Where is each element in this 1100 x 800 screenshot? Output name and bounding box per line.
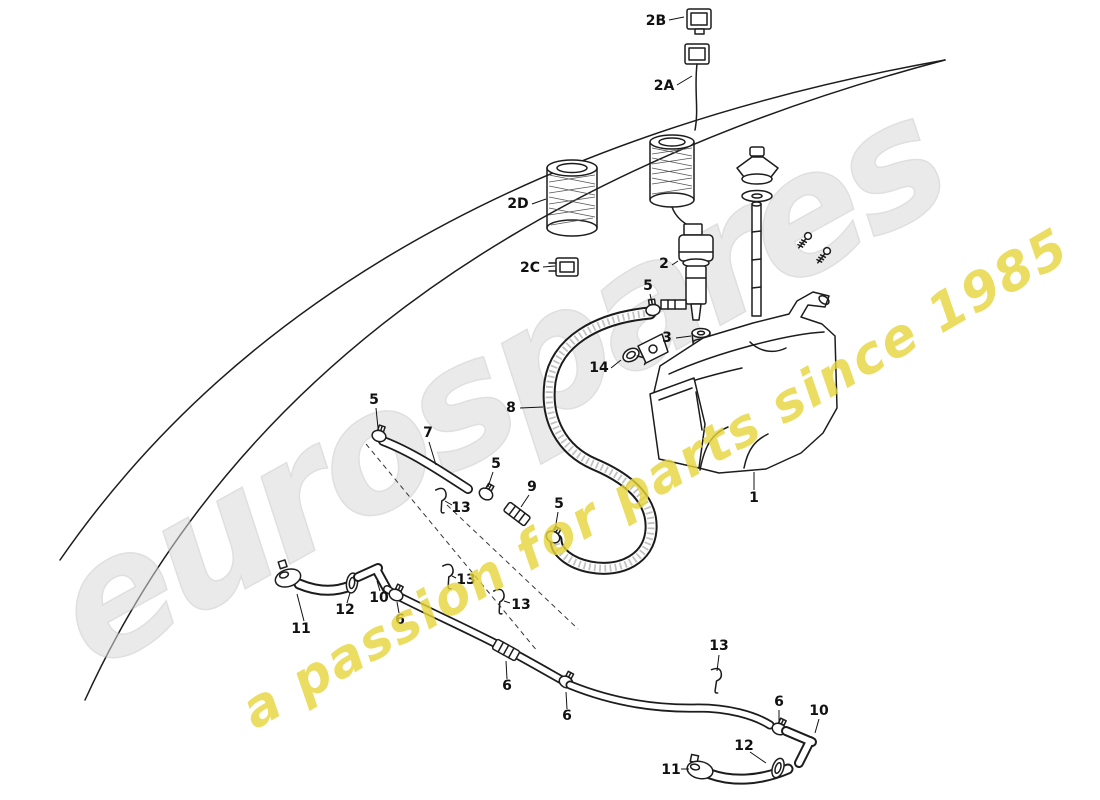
leader-line: [610, 359, 622, 369]
part-labels: 2B 2A 2D 2C 2 5 3 14 8 5 7 13 9 5 5 1 11: [291, 13, 829, 778]
hose-8: [542, 306, 658, 575]
part-label-13-mid1: 13: [456, 572, 475, 588]
filter-canister-2d: [546, 159, 598, 237]
leader-line: [542, 265, 556, 268]
part-label-6-connector: 6: [502, 678, 512, 694]
part-label-5-pump: 5: [643, 278, 653, 294]
part-label-10-left: 10: [369, 590, 389, 606]
part-label-3: 3: [662, 330, 672, 346]
elbow-10-left: [353, 563, 392, 594]
leader-line: [649, 293, 653, 304]
leader-line: [376, 580, 381, 592]
part-label-6-elbow: 6: [395, 612, 405, 628]
leader-line: [520, 494, 530, 508]
part-label-10-right: 10: [809, 703, 829, 719]
hose-7: [378, 436, 473, 494]
washer-reservoir-1: [637, 291, 838, 474]
leader-line: [487, 471, 494, 488]
reservoir-cap: [736, 146, 779, 185]
wire-2a: [694, 63, 698, 131]
leader-line: [505, 660, 508, 680]
sealing-washer: [741, 189, 773, 203]
part-label-12-left: 12: [335, 602, 354, 618]
connector-2b: [686, 8, 712, 35]
leader-line: [428, 441, 437, 466]
connector-6: [491, 638, 521, 662]
leader-line: [671, 260, 679, 266]
part-label-14: 14: [589, 360, 609, 376]
part-label-2b: 2B: [646, 13, 666, 29]
leader-line: [396, 601, 400, 614]
leader-line: [503, 600, 511, 604]
hose-lower-right: [565, 680, 775, 730]
part-label-1: 1: [749, 490, 759, 506]
part-label-5-left: 5: [491, 456, 501, 472]
leader-line: [451, 575, 457, 579]
leader-line: [519, 406, 544, 409]
leader-line: [444, 500, 453, 506]
diagram-parts: [274, 8, 838, 785]
part-label-2a: 2A: [654, 78, 675, 94]
part-label-11-left: 11: [291, 621, 310, 637]
connector-2a: [684, 43, 710, 131]
washer-pump-2: [660, 223, 714, 321]
part-label-13-hose7: 13: [451, 500, 470, 516]
part-label-8: 8: [506, 400, 516, 416]
leader-line: [716, 654, 720, 672]
leader-line: [565, 691, 568, 710]
grommet-2c: [548, 257, 579, 277]
elbow-10-right: [781, 726, 817, 768]
leader-line: [531, 198, 547, 205]
part-label-11-right: 11: [661, 762, 680, 778]
watermark-swoosh-upper: [84, 59, 946, 701]
leader-line: [675, 335, 692, 339]
part-label-12-right: 12: [734, 738, 753, 754]
pickup-tube: [751, 201, 762, 317]
leader-line: [814, 718, 820, 734]
part-label-9: 9: [527, 479, 537, 495]
part-label-6-clamp-right: 6: [774, 694, 784, 710]
leader-line: [375, 407, 379, 429]
leader-line: [676, 75, 693, 86]
part-label-6-clamp-left: 6: [562, 708, 572, 724]
part-label-5-right: 5: [554, 496, 564, 512]
assembly-guide-lines: [365, 443, 579, 653]
filter-canister-pump: [649, 134, 695, 228]
clip-13-right: [710, 666, 726, 695]
leader-line: [346, 592, 351, 604]
leader-line: [296, 593, 305, 622]
watermark-swoosh-lower: [59, 59, 946, 561]
part-label-13-right: 13: [709, 638, 728, 654]
part-label-2d: 2D: [507, 196, 528, 212]
leader-line: [554, 511, 559, 531]
part-label-2: 2: [659, 256, 669, 272]
leader-line: [668, 16, 685, 21]
leader-line: [749, 751, 767, 764]
part-label-13-mid2: 13: [511, 597, 530, 613]
part-label-5-hose7: 5: [369, 392, 379, 408]
part-label-7: 7: [423, 425, 433, 441]
part-label-2c: 2C: [520, 260, 540, 276]
